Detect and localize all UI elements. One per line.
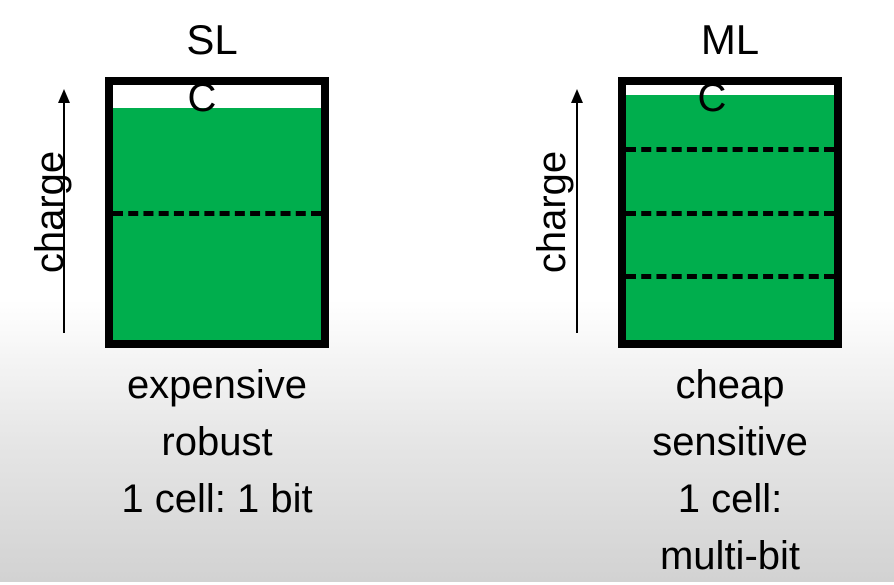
ml-charge-fill [626, 95, 834, 340]
ml-properties: cheap sensitive 1 cell: multi-bit [580, 357, 880, 585]
sl-cell-letter: C [187, 76, 217, 120]
ml-property-sensitivity: sensitive [652, 420, 808, 464]
sl-property-cost: expensive [126, 363, 308, 407]
sl-title: SL [186, 16, 238, 63]
sl-charge-axis [63, 100, 65, 333]
ml-cell-letter: C [697, 76, 727, 120]
ml-charge-axis [576, 100, 578, 333]
sl-charge-fill [113, 107, 321, 340]
threshold-line [626, 211, 834, 216]
ml-title: ML [700, 16, 760, 63]
sl-property-robustness: robust [161, 420, 273, 464]
ml-charge-arrow-icon [571, 89, 583, 103]
sl-charge-label: charge [28, 150, 72, 274]
threshold-line [626, 274, 834, 279]
sl-properties: expensive robust 1 cell: 1 bit [67, 357, 367, 528]
sl-property-capacity: 1 cell: 1 bit [121, 477, 313, 521]
ml-property-cost: cheap [675, 363, 785, 407]
sl-charge-arrow-icon [58, 89, 70, 103]
ml-charge-label: charge [530, 150, 574, 274]
ml-cell [618, 77, 842, 348]
threshold-line [113, 211, 321, 216]
sl-cell [105, 77, 329, 348]
threshold-line [626, 147, 834, 152]
ml-property-capacity: 1 cell: [677, 477, 783, 521]
ml-property-bits: multi-bit [659, 534, 801, 578]
